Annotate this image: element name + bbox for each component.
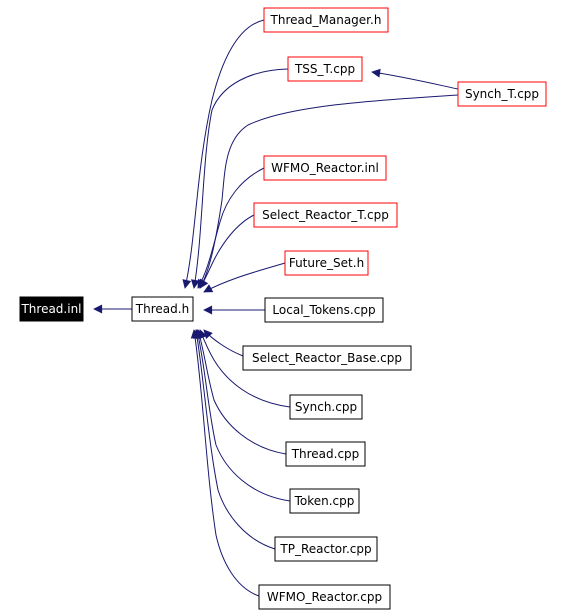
node-label: Thread.h <box>135 302 189 316</box>
node-label: Thread.cpp <box>291 447 360 461</box>
edge-thread-manager-h-to-thread-h <box>182 19 265 289</box>
node-label: Thread_Manager.h <box>270 13 382 27</box>
nodes-layer: Thread.inl Thread.h Thread_Manager.hTSS_T.… <box>19 7 547 610</box>
node-select-reactor-base-cpp[interactable]: Select_Reactor_Base.cpp <box>242 345 412 371</box>
node-label: Local_Tokens.cpp <box>272 303 375 317</box>
node-box <box>457 81 547 107</box>
node-synch-t-cpp[interactable]: Synch_T.cpp <box>457 81 547 107</box>
edges-layer <box>93 19 459 597</box>
node-local-tokens-cpp[interactable]: Local_Tokens.cpp <box>264 297 384 323</box>
node-box <box>263 155 387 181</box>
edge-synch-cpp-to-thread-h <box>198 329 291 408</box>
edge-tss-t-cpp-to-thread-h <box>190 68 289 289</box>
node-token-cpp[interactable]: Token.cpp <box>289 488 360 514</box>
node-box <box>258 584 391 610</box>
node-box <box>284 250 369 276</box>
edge-select-reactor-t-cpp-to-thread-h <box>199 214 255 289</box>
node-synch-cpp[interactable]: Synch.cpp <box>289 394 363 420</box>
node-box <box>263 7 389 33</box>
node-box <box>131 296 194 322</box>
node-label: Select_Reactor_T.cpp <box>262 208 389 222</box>
node-label: Future_Set.h <box>289 256 364 270</box>
edge-wfmo-reactor-inl-to-thread-h <box>197 167 265 289</box>
node-label: Select_Reactor_Base.cpp <box>252 351 402 365</box>
node-box <box>242 345 412 371</box>
node-box <box>274 536 378 562</box>
edge-thread-cpp-to-thread-h <box>196 329 287 455</box>
node-future-set-h[interactable]: Future_Set.h <box>284 250 369 276</box>
node-select-reactor-t-cpp[interactable]: Select_Reactor_T.cpp <box>253 202 398 228</box>
node-thread-manager-h[interactable]: Thread_Manager.h <box>263 7 389 33</box>
node-tp-reactor-cpp[interactable]: TP_Reactor.cpp <box>274 536 378 562</box>
node-box <box>253 202 398 228</box>
node-tss-t-cpp[interactable]: TSS_T.cpp <box>287 56 363 82</box>
node-thread-h[interactable]: Thread.h <box>131 296 194 322</box>
node-label: WFMO_Reactor.cpp <box>267 590 382 604</box>
node-label: Synch_T.cpp <box>465 87 539 101</box>
node-wfmo-reactor-inl[interactable]: WFMO_Reactor.inl <box>263 155 387 181</box>
edge-token-cpp-to-thread-h <box>194 329 291 502</box>
node-thread-inl: Thread.inl <box>19 296 84 322</box>
node-label: Token.cpp <box>294 494 355 508</box>
node-label: WFMO_Reactor.inl <box>271 161 379 175</box>
edge-tp-reactor-cpp-to-thread-h <box>192 329 276 550</box>
node-box <box>287 56 363 82</box>
node-box <box>264 297 384 323</box>
node-thread-cpp[interactable]: Thread.cpp <box>285 441 366 467</box>
node-wfmo-reactor-cpp[interactable]: WFMO_Reactor.cpp <box>258 584 391 610</box>
node-box <box>289 488 360 514</box>
edge-future-set-h-to-thread-h <box>203 262 286 293</box>
node-label: TSS_T.cpp <box>294 62 355 76</box>
node-box <box>289 394 363 420</box>
edge-wfmo-reactor-cpp-to-thread-h <box>190 329 260 597</box>
node-box <box>19 296 84 322</box>
node-label: Synch.cpp <box>295 400 357 414</box>
node-label: Thread.inl <box>20 302 81 316</box>
node-label: TP_Reactor.cpp <box>279 542 371 556</box>
edge-synch-t-cpp-to-tss-t-cpp <box>371 68 459 90</box>
node-box <box>285 441 366 467</box>
